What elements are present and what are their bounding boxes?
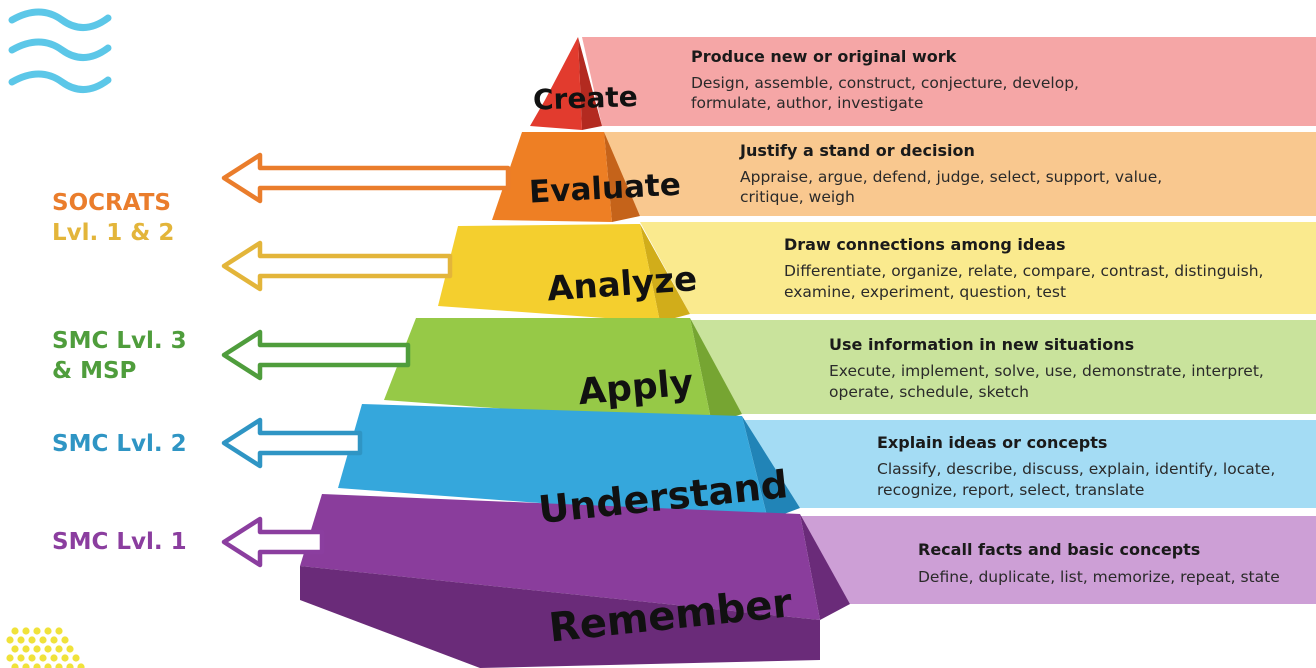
smc-lvl3-label-line1: SMC Lvl. 3 [52, 328, 187, 354]
band-create [582, 37, 1316, 126]
smc-lvl2-label: SMC Lvl. 2 [52, 431, 187, 457]
evaluate-heading: Justify a stand or decision [739, 141, 975, 160]
pyramid [300, 37, 850, 668]
decor-dot [61, 654, 69, 662]
arrow-left-icon [221, 329, 411, 381]
decor-dot [17, 654, 25, 662]
remember-heading: Recall facts and basic concepts [918, 540, 1200, 559]
waves-decoration [8, 8, 112, 93]
analyze-desc-line1: Differentiate, organize, relate, compare… [784, 262, 1264, 280]
tier-remember-base [300, 566, 820, 668]
description-bands [582, 37, 1316, 604]
tier-apply-front [384, 318, 712, 424]
apply-heading: Use information in new situations [829, 335, 1134, 354]
decor-dot [6, 636, 14, 644]
decor-dot [55, 627, 63, 635]
create-desc-line2: formulate, author, investigate [691, 94, 923, 112]
decor-dot [44, 627, 52, 635]
band-apply [690, 320, 1316, 414]
socrats-label-line2: Lvl. 1 & 2 [52, 220, 174, 246]
evaluate-desc-line2: critique, weigh [740, 188, 855, 206]
tier-understand-front [338, 404, 768, 520]
tier-remember-front [300, 494, 820, 620]
band-texts: Produce new or original work Design, ass… [691, 47, 1280, 586]
tier-analyze-side [640, 224, 690, 322]
arrow-left-icon [221, 152, 511, 204]
level-name-evaluate: Evaluate [528, 167, 681, 211]
decor-dot [33, 645, 41, 653]
decor-dot [33, 627, 41, 635]
band-analyze [640, 222, 1316, 314]
decor-dot [33, 663, 41, 668]
decor-dot [55, 663, 63, 668]
band-remember [800, 516, 1316, 604]
decor-dot [44, 645, 52, 653]
smc-lvl3-label-line2: & MSP [52, 358, 136, 384]
decor-dot [22, 645, 30, 653]
decor-dot [44, 663, 52, 668]
level-name-create: Create [532, 80, 638, 117]
decor-dot [50, 654, 58, 662]
analyze-heading: Draw connections among ideas [784, 235, 1066, 254]
apply-desc-line2: operate, schedule, sketch [829, 383, 1029, 401]
tier-evaluate-side [604, 132, 640, 222]
decor-dot [28, 636, 36, 644]
decor-dot [66, 663, 74, 668]
decor-dot [77, 663, 85, 668]
decor-dot [22, 663, 30, 668]
band-evaluate [602, 132, 1316, 216]
dots-decoration [6, 627, 85, 668]
decor-dot [28, 654, 36, 662]
level-name-apply: Apply [577, 362, 695, 413]
decor-dot [11, 645, 19, 653]
create-heading: Produce new or original work [691, 47, 957, 66]
decor-dot [61, 636, 69, 644]
socrats-label-line1: SOCRATS [52, 190, 171, 216]
create-desc-line1: Design, assemble, construct, conjecture,… [691, 74, 1079, 92]
arrow-left-icon [221, 516, 325, 568]
decor-dot [66, 645, 74, 653]
level-arrows [221, 152, 511, 568]
tier-create-side [578, 37, 602, 130]
tier-create-front [530, 37, 582, 130]
side-labels: SOCRATS Lvl. 1 & 2 SMC Lvl. 3 & MSP SMC … [52, 190, 187, 555]
understand-desc-line1: Classify, describe, discuss, explain, id… [877, 460, 1275, 478]
understand-desc-line2: recognize, report, select, translate [877, 481, 1144, 499]
tier-analyze-front [438, 224, 660, 322]
tier-remember-side [800, 514, 850, 620]
decor-dot [22, 627, 30, 635]
understand-heading: Explain ideas or concepts [877, 433, 1107, 452]
band-understand [742, 420, 1316, 508]
decor-dot [50, 636, 58, 644]
decor-dot [39, 654, 47, 662]
tier-apply-side [690, 318, 742, 424]
analyze-desc-line2: examine, experiment, question, test [784, 283, 1066, 301]
decor-dot [55, 645, 63, 653]
decor-dot [11, 663, 19, 668]
tier-evaluate-front [492, 132, 612, 222]
decor-dot [6, 654, 14, 662]
decor-dot [17, 636, 25, 644]
apply-desc-line1: Execute, implement, solve, use, demonstr… [829, 362, 1264, 380]
decor-dot [11, 627, 19, 635]
remember-desc-line1: Define, duplicate, list, memorize, repea… [918, 568, 1280, 586]
evaluate-desc-line1: Appraise, argue, defend, judge, select, … [740, 168, 1162, 186]
tier-understand-side [742, 416, 800, 520]
arrow-left-icon [221, 417, 363, 469]
smc-lvl1-label: SMC Lvl. 1 [52, 529, 187, 555]
decor-dot [39, 636, 47, 644]
decor-dot [72, 654, 80, 662]
arrow-left-icon [221, 240, 453, 292]
